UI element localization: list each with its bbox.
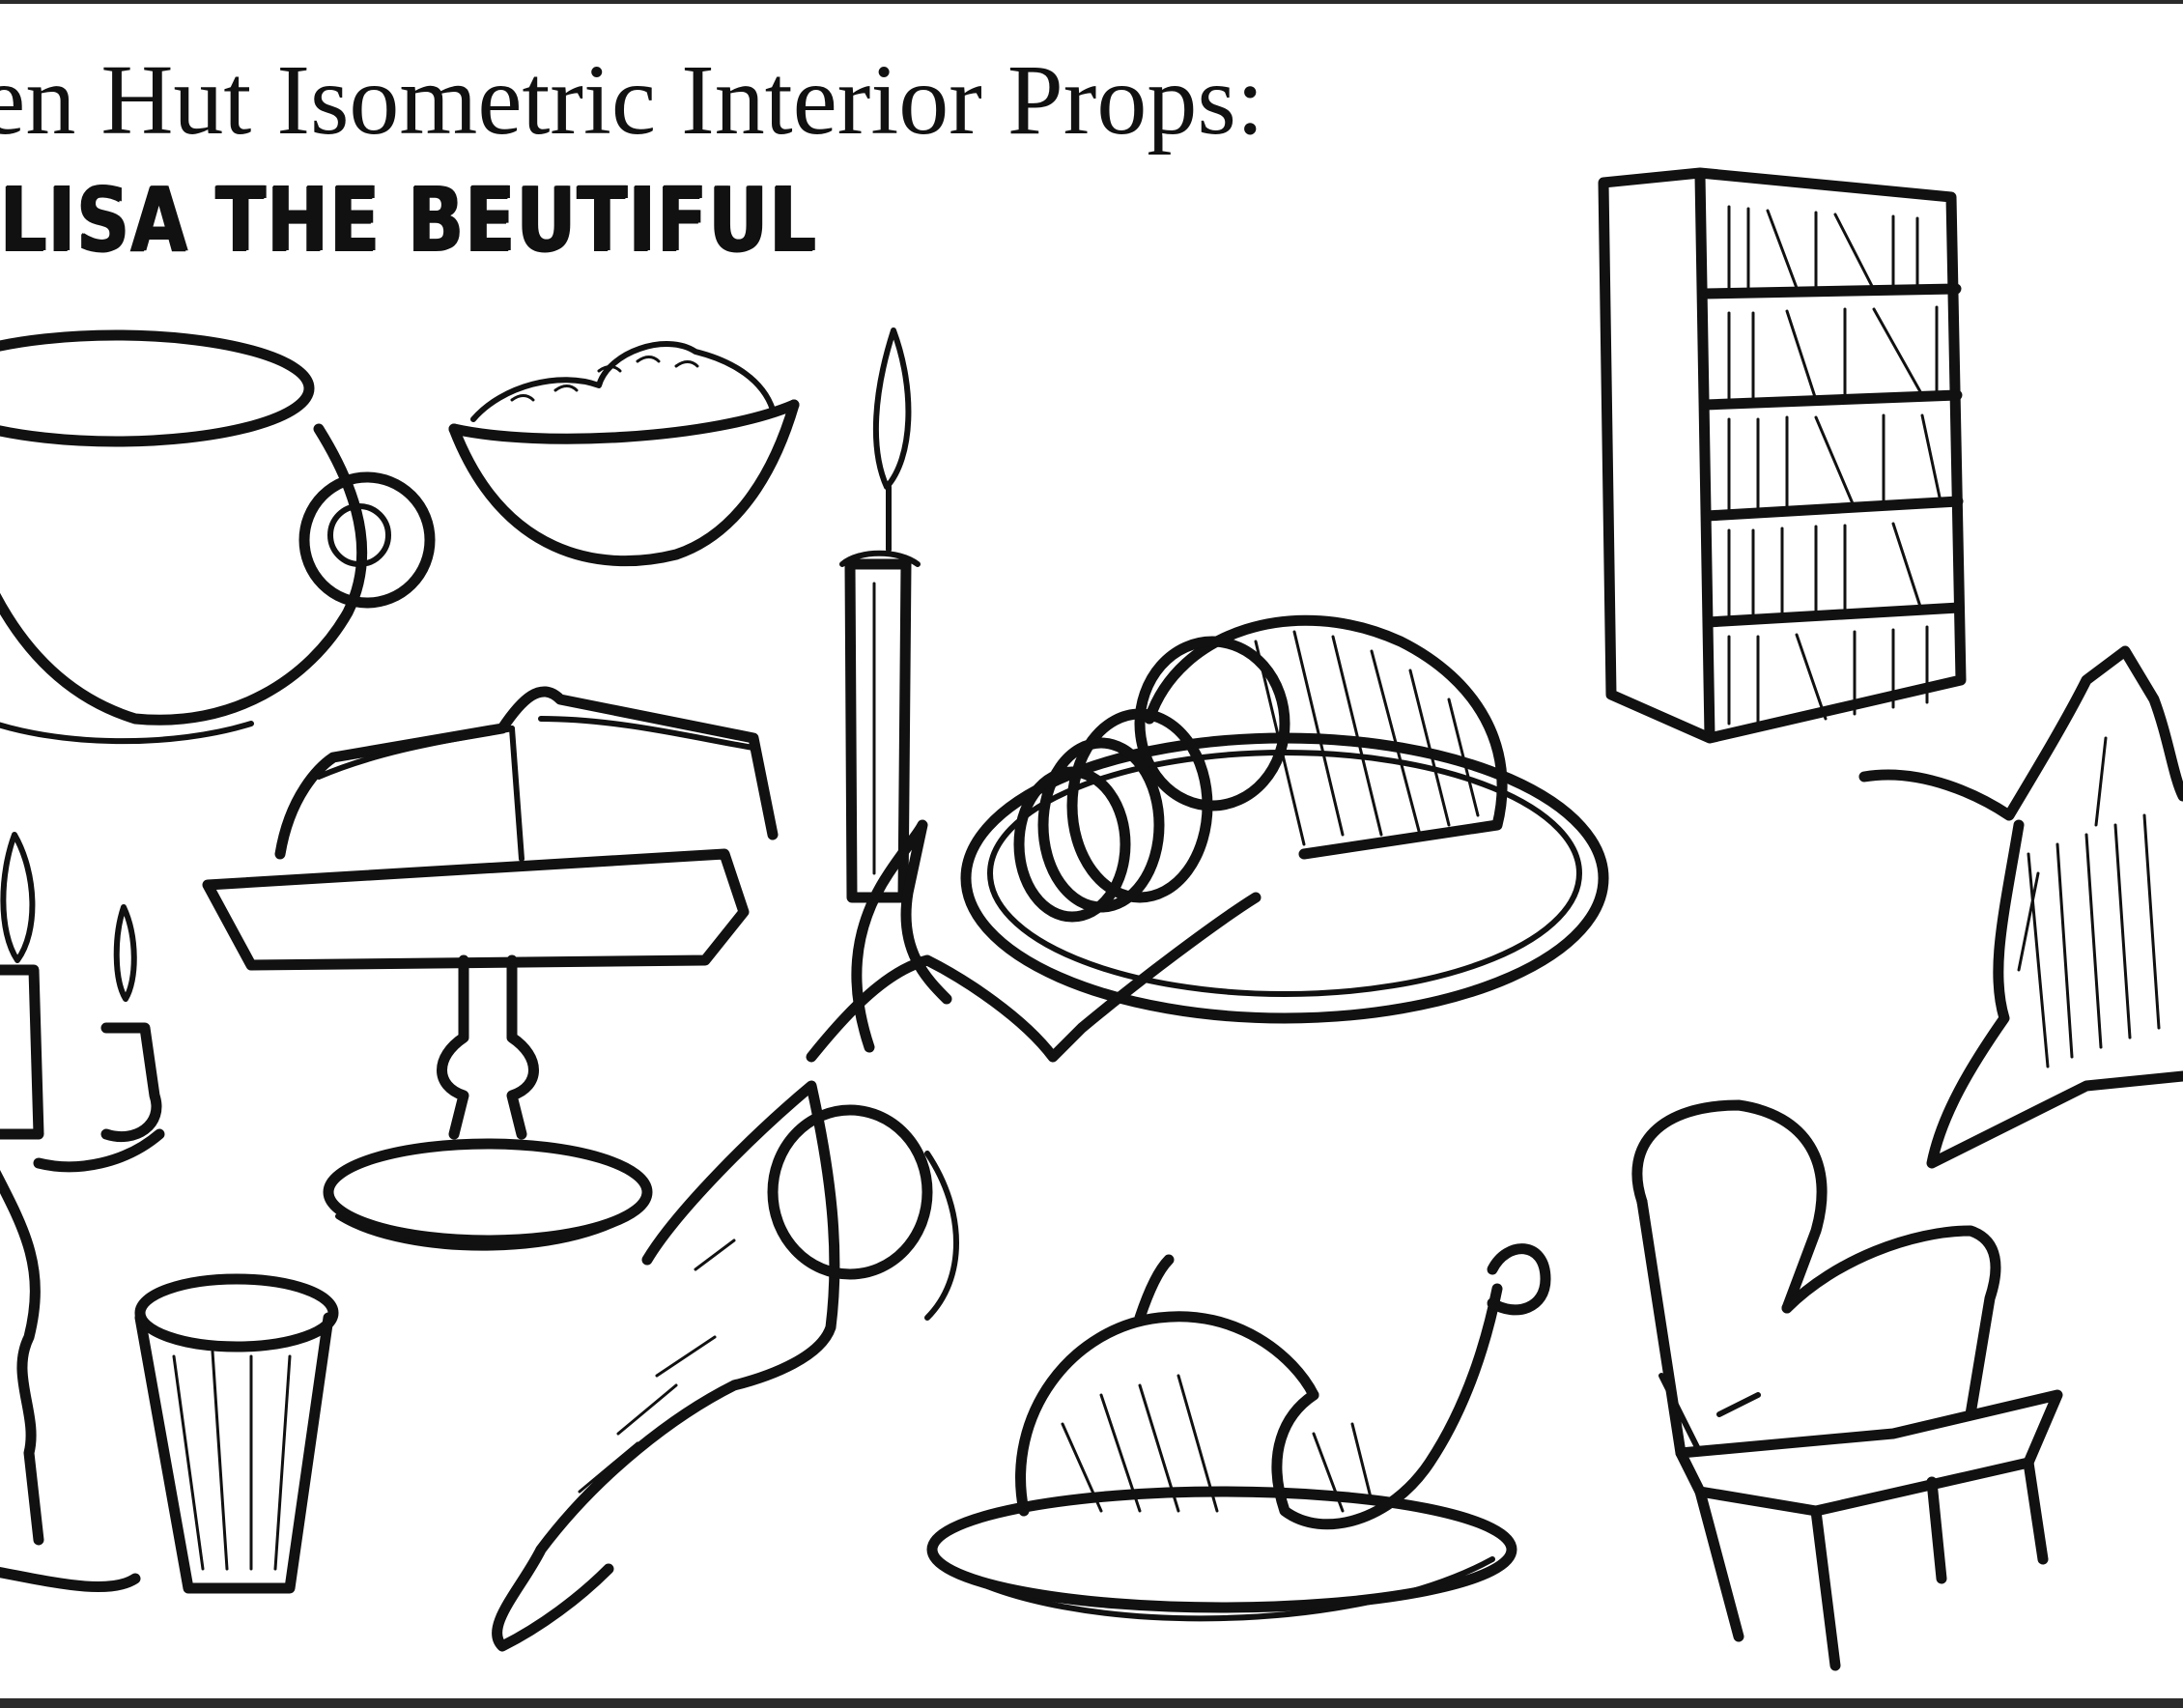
sheet-subtitle: ILISA THE BEUTIFUL bbox=[0, 168, 817, 271]
roast-chicken-drawing bbox=[926, 1243, 1551, 1622]
animal-hide-rug-drawing bbox=[1858, 645, 2183, 1169]
goat-skull-drawing bbox=[492, 819, 1262, 1652]
cauldron-drawing bbox=[0, 329, 436, 745]
candelabra-drawing bbox=[0, 832, 165, 1593]
props-illustration bbox=[0, 167, 2183, 1671]
chair-drawing bbox=[1631, 1099, 2063, 1671]
bookshelf-drawing bbox=[1598, 167, 1967, 744]
sheet-title: eken Hut Isometric Interior Props: bbox=[0, 44, 1264, 156]
sliced-ham-drawing bbox=[960, 614, 1609, 1024]
book-stand-drawing bbox=[202, 686, 779, 1251]
bottom-frame-bar bbox=[0, 1698, 2183, 1708]
candle-drawing bbox=[839, 327, 921, 903]
bowl-of-bread-drawing bbox=[448, 341, 800, 567]
props-sheet: eken Hut Isometric Interior Props: ILISA… bbox=[0, 4, 2183, 1698]
cup-drawing bbox=[134, 1273, 339, 1594]
